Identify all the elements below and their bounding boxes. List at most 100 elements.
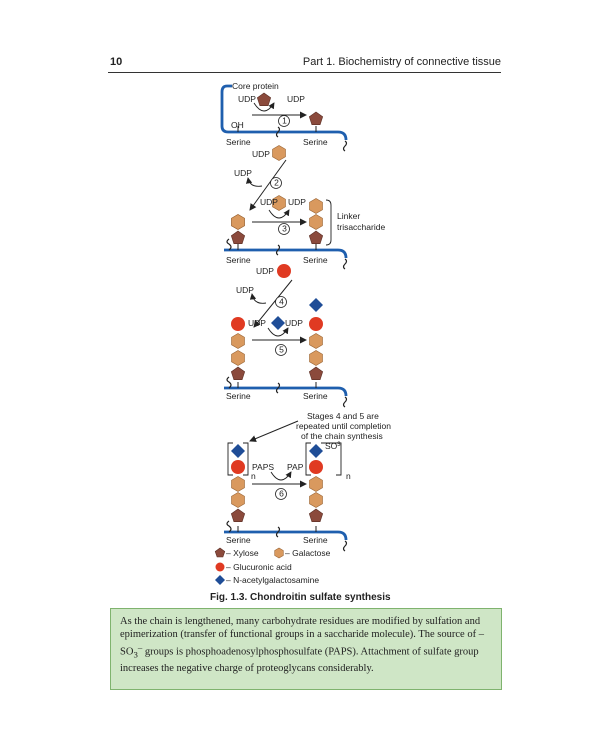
note-text-post: groups is phosphoadenosylphosphosulfate …: [120, 646, 479, 674]
step-marker-circle: [275, 296, 287, 308]
galactose-hexagon: [309, 492, 323, 508]
glucuronic-acid-circle: [215, 562, 225, 572]
chain-break-mark: [275, 126, 281, 138]
glucuronic-acid-circle: [309, 317, 323, 331]
reaction-curve: [267, 327, 289, 337]
label-oh: OH: [231, 120, 244, 130]
step-5-label: 5: [279, 345, 284, 355]
glucuronic-acid-circle: [231, 317, 245, 331]
repeat-bracket-right: [321, 442, 342, 476]
galactose-hexagon: [309, 350, 323, 366]
label-stage-note: of the chain synthesis: [301, 431, 383, 441]
label-core-protein: Core protein: [232, 81, 279, 91]
chain-break-mark: [226, 238, 232, 251]
repeat-bracket-right: [243, 442, 249, 476]
protein-backbone: [224, 530, 348, 541]
chain-break-mark: [275, 244, 281, 256]
label-udp: UDP: [287, 94, 305, 104]
galactose-hexagon: [309, 198, 323, 214]
label-serine: Serine: [303, 137, 328, 147]
reaction-curve: [270, 471, 292, 481]
galactose-hexagon: [309, 214, 323, 230]
xylose-pentagon: [230, 230, 246, 244]
label-n: n: [251, 471, 256, 481]
label-trisaccharide: trisaccharide: [337, 222, 385, 232]
label-stage-note: Stages 4 and 5 are: [307, 411, 379, 421]
legend-galactose: – Galactose: [285, 548, 331, 558]
galactose-hexagon: [309, 333, 323, 349]
legend-xylose: – Xylose: [226, 548, 259, 558]
glucuronic-acid-circle: [277, 264, 291, 278]
page-number: 10: [110, 56, 123, 68]
step-4-label: 4: [279, 297, 284, 307]
galactose-hexagon: [272, 195, 286, 211]
label-pap: PAP: [287, 462, 304, 472]
label-so3: SO3: [325, 441, 341, 451]
label-serine: Serine: [226, 391, 251, 401]
chondroitin-synthesis-diagram: Core protein UDP UDP OH Serine Serine UD…: [214, 81, 391, 585]
chain-break-mark: [342, 140, 348, 152]
step-marker-circle: [278, 223, 290, 235]
galactose-hexagon: [272, 145, 286, 161]
reaction-arrow: [249, 159, 287, 211]
chain-break-mark: [226, 376, 232, 389]
reaction-curve: [253, 102, 275, 112]
n-acetylgalactosamine-diamond: [309, 444, 323, 458]
label-paps: PAPS: [252, 462, 274, 472]
reaction-curve: [268, 209, 290, 219]
note-text-sup: –: [137, 642, 143, 652]
header-rule: [108, 72, 501, 73]
chain-break-mark: [275, 526, 281, 538]
xylose-pentagon: [308, 111, 324, 125]
n-acetylgalactosamine-diamond: [309, 298, 323, 312]
step-2-label: 2: [274, 178, 279, 188]
protein-backbone: [220, 84, 348, 141]
chain-break-mark: [226, 520, 232, 533]
label-serine: Serine: [226, 255, 251, 265]
label-stage-note: repeated until completion: [296, 421, 391, 431]
label-udp: UDP: [234, 168, 252, 178]
xylose-pentagon: [214, 547, 226, 558]
label-serine: Serine: [303, 255, 328, 265]
label-serine: Serine: [303, 391, 328, 401]
figure-caption: Fig. 1.3. Chondroitin sulfate synthesis: [210, 592, 391, 603]
label-udp: UDP: [248, 318, 266, 328]
step-markers: 1 2 3 4 5 6: [274, 116, 287, 499]
label-udp: UDP: [238, 94, 256, 104]
so3-sub: 3: [337, 442, 341, 448]
label-serine: Serine: [226, 535, 251, 545]
diagram-labels: Core protein UDP UDP OH Serine Serine UD…: [226, 81, 391, 585]
n-acetylgalactosamine-diamond: [271, 316, 285, 330]
xylose-pentagon: [308, 230, 324, 244]
reaction-arrow: [249, 420, 299, 442]
label-udp: UDP: [252, 149, 270, 159]
xylose-pentagon: [308, 508, 324, 523]
n-acetylgalactosamine-diamond: [231, 444, 245, 458]
galactose-hexagon: [231, 214, 245, 230]
step-6-label: 6: [279, 489, 284, 499]
n-acetylgalactosamine-diamond: [215, 575, 225, 585]
step-marker-circle: [278, 115, 290, 127]
reaction-curve: [245, 177, 263, 187]
chain-break-mark: [342, 540, 348, 552]
galactose-hexagon: [231, 350, 245, 366]
protein-backbone: [224, 248, 348, 259]
xylose-pentagon: [256, 92, 272, 106]
galactose-hexagon: [231, 333, 245, 349]
repeat-bracket-left: [305, 442, 311, 476]
note-box: As the chain is lengthened, many carbohy…: [110, 608, 502, 690]
label-serine: Serine: [226, 137, 251, 147]
step-1-label: 1: [282, 116, 287, 126]
step-marker-circle: [275, 488, 287, 500]
label-udp: UDP: [288, 197, 306, 207]
legend-n-acetylgalactosamine: – N-acetylgalactosamine: [226, 575, 319, 585]
repeat-bracket-left: [227, 442, 233, 476]
step-marker-circle: [270, 177, 282, 189]
xylose-pentagon: [230, 508, 246, 523]
galactose-hexagon: [231, 492, 245, 508]
step-marker-circle: [275, 344, 287, 356]
glucuronic-acid-circle: [231, 460, 245, 474]
so3-text: SO: [325, 441, 338, 451]
note-text-pre: As the chain is lengthened, many carbohy…: [120, 616, 484, 658]
